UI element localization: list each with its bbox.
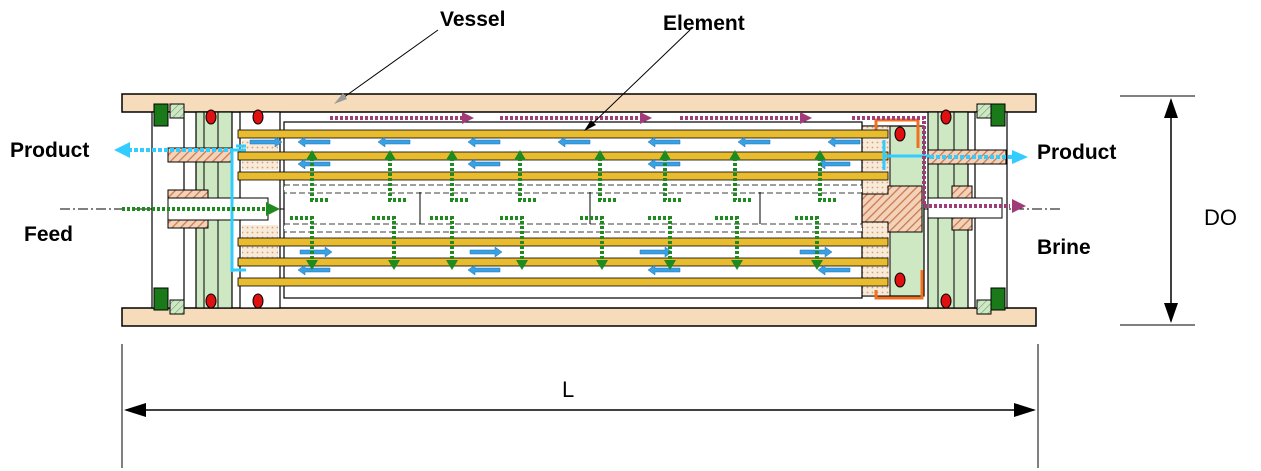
product-label-left: Product: [10, 139, 90, 162]
seal-ring: [252, 109, 264, 125]
feed-label: Feed: [24, 223, 74, 246]
vessel-leader: [339, 29, 439, 101]
center-pipe-upper: [283, 184, 863, 194]
element-label: Element: [663, 12, 745, 35]
brine-label: Brine: [1037, 236, 1091, 259]
seal-ring: [940, 293, 952, 309]
membrane-element: [283, 121, 863, 299]
length-label: L: [562, 377, 575, 402]
seal-ring: [205, 109, 217, 125]
diameter-label: DO: [1204, 205, 1237, 230]
tube-bundle-bottom: [237, 237, 889, 287]
seal-ring: [894, 272, 906, 288]
product-label-right: Product: [1037, 141, 1117, 164]
center-pipe-lower: [283, 223, 863, 233]
brine-plug: [857, 185, 923, 233]
feed-flow-arrows: [290, 158, 838, 262]
seal-ring: [252, 293, 264, 309]
feed-arrowhead: [266, 202, 280, 216]
element-leader: [589, 29, 691, 127]
vessel-wall-top: [121, 93, 1037, 113]
tube-bundle-top: [237, 129, 889, 181]
brine-flow: [330, 116, 1010, 208]
vessel-label: Vessel: [440, 8, 506, 31]
seal-ring: [205, 293, 217, 309]
feed-arrowheads: [306, 150, 826, 270]
vessel-wall-bottom: [121, 307, 1037, 327]
brine-arrowheads: [462, 112, 1026, 213]
seal-ring: [894, 126, 906, 142]
seal-ring: [940, 109, 952, 125]
